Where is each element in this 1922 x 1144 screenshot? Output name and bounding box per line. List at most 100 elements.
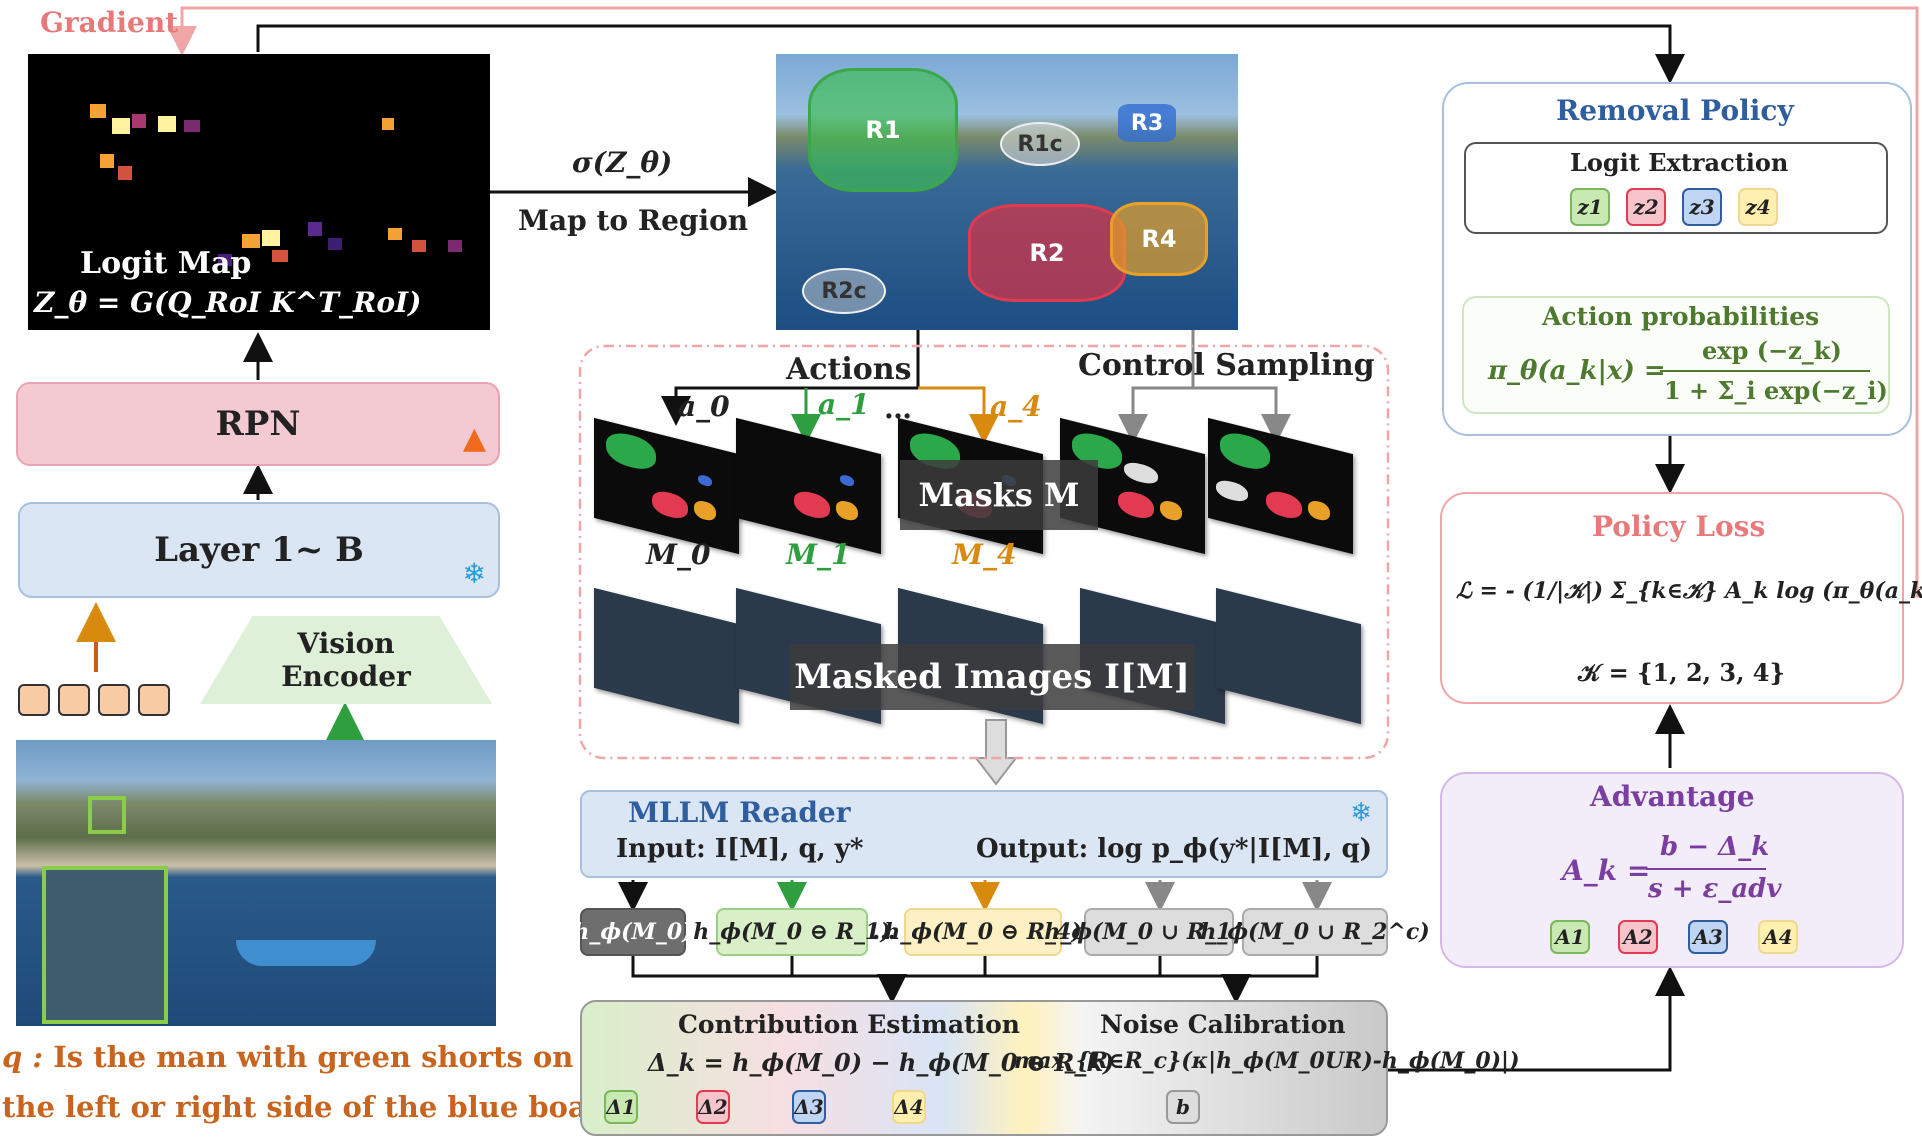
region-r2: R2	[968, 204, 1126, 302]
z-token-4: z4	[1738, 188, 1778, 226]
a-token-1: A1	[1550, 920, 1590, 954]
delta-token-4: Δ4	[892, 1090, 926, 1124]
h-box-m0: h_ϕ(M_0)	[573, 908, 693, 956]
action-prob-box: Action probabilities π_θ(a_k|x) = exp (−…	[1462, 296, 1890, 414]
policy-loss-set: 𝒦 = {1, 2, 3, 4}	[1578, 658, 1785, 687]
mask-label-m0: M_0	[646, 538, 711, 571]
region-scene: R1 R3 R1c R2 R4 R2c	[776, 54, 1238, 330]
gradient-label: Gradient	[40, 6, 179, 39]
z-token-2: z2	[1626, 188, 1666, 226]
action-prob-den: 1 + Σ_i exp(−z_i)	[1664, 376, 1888, 405]
region-r3: R3	[1118, 104, 1176, 142]
h-box-dots: …	[872, 916, 896, 945]
h-box-m0-r1: h_ϕ(M_0 ⊖ R_1)	[693, 908, 891, 956]
masked-images-overlay: Masked Images I[M]	[790, 644, 1194, 710]
policy-loss-formula: ℒ = - (1/|𝒦|) Σ_{k∈𝒦} A_k log (π_θ(a_k|x…	[1456, 578, 1922, 604]
region-r1c-label: R1c	[1017, 131, 1063, 157]
contribution-formula: Δ_k = h_ϕ(M_0) − h_ϕ(M_0 ⊖ R_k)	[648, 1048, 1115, 1077]
mllm-reader: MLLM Reader Input: I[M], q, y* Output: l…	[580, 790, 1388, 878]
delta-token-3: Δ3	[792, 1090, 826, 1124]
mllm-output: Output: log p_ϕ(y*|I[M], q)	[976, 834, 1373, 864]
b-token: b	[1166, 1090, 1200, 1124]
token	[138, 684, 170, 716]
input-tokens	[18, 684, 170, 716]
zoom-target	[88, 796, 126, 834]
fraction-bar	[1646, 868, 1766, 870]
layer-label: Layer 1~ B	[154, 530, 364, 570]
masks-overlay: Masks M	[900, 460, 1098, 530]
a-token-3: A3	[1688, 920, 1728, 954]
region-r1: R1	[808, 68, 958, 192]
region-r3-label: R3	[1130, 110, 1164, 136]
region-r4-label: R4	[1141, 225, 1177, 253]
map-to-region-label: Map to Region	[518, 204, 749, 237]
region-r2c-label: R2c	[821, 278, 867, 304]
logit-extraction-label: Logit Extraction	[1570, 148, 1789, 177]
snowflake-icon: ❄	[1350, 798, 1372, 828]
token	[58, 684, 90, 716]
action-a4: a_4	[990, 390, 1042, 423]
rpn-label: RPN	[215, 404, 301, 444]
removal-policy-box: Removal Policy Logit Extraction z1 z2 z3…	[1442, 82, 1912, 436]
region-r2c: R2c	[802, 268, 886, 314]
z-token-1: z1	[1570, 188, 1610, 226]
region-r1-label: R1	[865, 116, 901, 144]
action-prob-title: Action probabilities	[1542, 302, 1820, 331]
a-token-4: A4	[1758, 920, 1798, 954]
a-token-2: A2	[1618, 920, 1658, 954]
snowflake-icon: ❄	[462, 557, 486, 590]
blue-boat	[236, 940, 376, 966]
mllm-title: MLLM Reader	[628, 796, 851, 829]
logit-extraction-box: Logit Extraction z1 z2 z3 z4	[1464, 142, 1888, 234]
region-r4: R4	[1110, 202, 1208, 276]
fraction-bar	[1660, 370, 1870, 372]
advantage-lhs: A_k =	[1562, 854, 1651, 887]
advantage-den: s + ε_adv	[1648, 874, 1782, 904]
logit-map-title: Logit Map	[80, 246, 252, 281]
action-a1: a_1	[818, 388, 870, 421]
question-line2: the left or right side of the blue boat?	[2, 1090, 618, 1124]
vision-encoder-line2: Encoder	[281, 660, 411, 693]
region-r1c: R1c	[1000, 122, 1080, 166]
estimation-box: Contribution Estimation Δ_k = h_ϕ(M_0) −…	[580, 1000, 1519, 1136]
vision-encoder: Vision Encoder	[200, 616, 492, 704]
actions-label: Actions	[786, 352, 912, 387]
contribution-title: Contribution Estimation	[678, 1010, 1020, 1039]
logit-map-panel: Logit Map Z_θ = G(Q_RoI K^T_RoI)	[28, 54, 490, 330]
mask-label-m4: M_4	[952, 538, 1017, 571]
advantage-box: Advantage A_k = b − Δ_k s + ε_adv A1 A2 …	[1440, 772, 1904, 968]
mask-label-m1: M_1	[786, 538, 851, 571]
question-line1: q : Is the man with green shorts on	[2, 1040, 573, 1074]
z-token-3: z3	[1682, 188, 1722, 226]
advantage-num: b − Δ_k	[1660, 832, 1770, 862]
action-a0: a_0	[678, 390, 730, 423]
noise-title: Noise Calibration	[1100, 1010, 1346, 1039]
mllm-input: Input: I[M], q, y*	[616, 834, 864, 864]
h-box-m0-r4: h_ϕ(M_0 ⊖ R_4)	[884, 908, 1082, 956]
token	[98, 684, 130, 716]
action-prob-num: exp (−z_k)	[1702, 336, 1842, 365]
policy-loss-box: Policy Loss ℒ = - (1/|𝒦|) Σ_{k∈𝒦} A_k lo…	[1440, 492, 1922, 704]
sigma-label: σ(Z_θ)	[572, 146, 673, 179]
policy-loss-title: Policy Loss	[1592, 510, 1766, 543]
token	[18, 684, 50, 716]
vision-encoder-line1: Vision	[297, 627, 395, 660]
region-r2-label: R2	[1029, 239, 1065, 267]
action-prob-lhs: π_θ(a_k|x) =	[1488, 356, 1666, 386]
fire-icon: ▲	[462, 421, 486, 456]
delta-token-1: Δ1	[604, 1090, 638, 1124]
removal-policy-title: Removal Policy	[1556, 94, 1794, 127]
input-image	[16, 740, 496, 1026]
control-sampling-label: Control Sampling	[1078, 348, 1375, 383]
h-box-m0-r2c: h_ϕ(M_0 ∪ R_2^c)	[1200, 908, 1430, 956]
rpn-block: RPN ▲	[16, 382, 500, 466]
layer-block: Layer 1~ B ❄	[18, 502, 500, 598]
advantage-title: Advantage	[1590, 780, 1755, 813]
logit-map-formula: Z_θ = G(Q_RoI K^T_RoI)	[34, 286, 422, 319]
question-prefix: q :	[2, 1040, 44, 1074]
zoom-inset	[42, 866, 168, 1024]
delta-token-2: Δ2	[696, 1090, 730, 1124]
noise-formula: max_{R∈R_c}(κ|h_ϕ(M_0UR)-h_ϕ(M_0)|)	[1014, 1048, 1520, 1074]
question-text-1: Is the man with green shorts on	[53, 1040, 574, 1074]
